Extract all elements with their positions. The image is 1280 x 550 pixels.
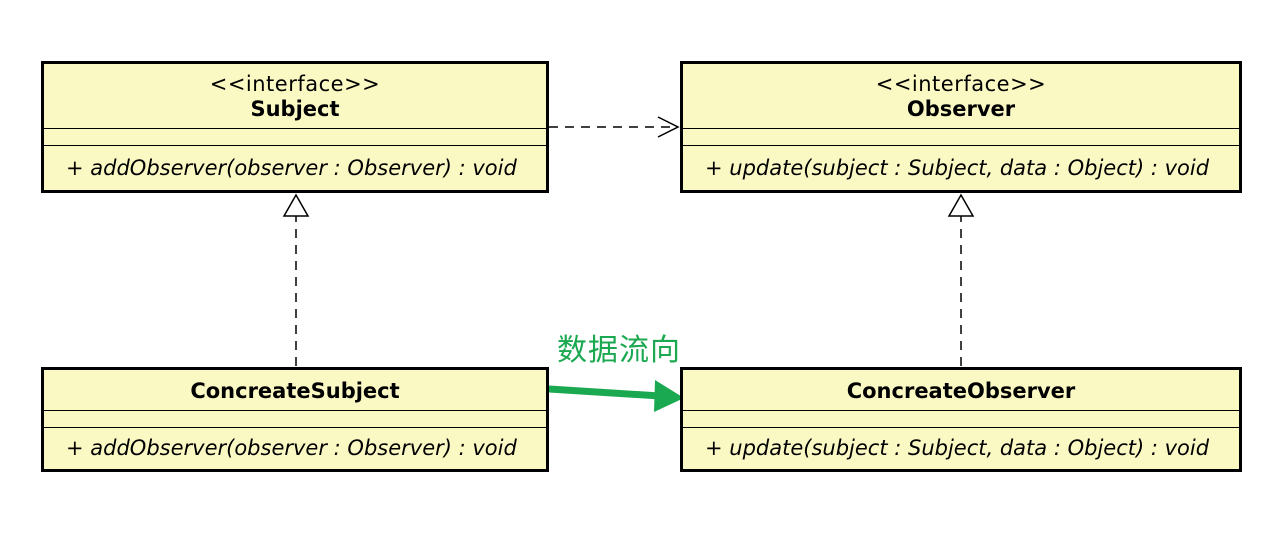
realization-arrow-observer xyxy=(947,193,975,366)
operation: + update(subject : Subject, data : Objec… xyxy=(683,145,1239,193)
attributes-compartment xyxy=(683,128,1239,145)
data-flow-arrow xyxy=(545,380,684,412)
operation: + addObserver(observer : Observer) : voi… xyxy=(44,145,546,193)
class-header: <<interface>> Observer xyxy=(683,64,1239,128)
attributes-compartment xyxy=(683,410,1239,427)
dependency-arrow xyxy=(549,116,680,138)
class-header: ConcreateObserver xyxy=(683,370,1239,410)
stereotype-label: <<interface>> xyxy=(209,72,381,96)
class-name: Subject xyxy=(250,97,340,121)
realization-arrow-subject xyxy=(282,193,310,366)
stereotype-label: <<interface>> xyxy=(875,72,1047,96)
class-header: <<interface>> Subject xyxy=(44,64,546,128)
concrete-subject-class[interactable]: ConcreateSubject + addObserver(observer … xyxy=(41,367,549,472)
attributes-compartment xyxy=(44,410,546,427)
operation: + update(subject : Subject, data : Objec… xyxy=(683,427,1239,471)
concrete-observer-class[interactable]: ConcreateObserver + update(subject : Sub… xyxy=(680,367,1242,472)
class-name: Observer xyxy=(906,97,1016,121)
class-name: ConcreateSubject xyxy=(190,379,400,403)
attributes-compartment xyxy=(44,128,546,145)
operation: + addObserver(observer : Observer) : voi… xyxy=(44,427,546,471)
observer-interface[interactable]: <<interface>> Observer + update(subject … xyxy=(680,61,1242,193)
class-header: ConcreateSubject xyxy=(44,370,546,410)
data-flow-label: 数据流向 xyxy=(557,333,681,368)
class-name: ConcreateObserver xyxy=(846,379,1076,403)
subject-interface[interactable]: <<interface>> Subject + addObserver(obse… xyxy=(41,61,549,193)
